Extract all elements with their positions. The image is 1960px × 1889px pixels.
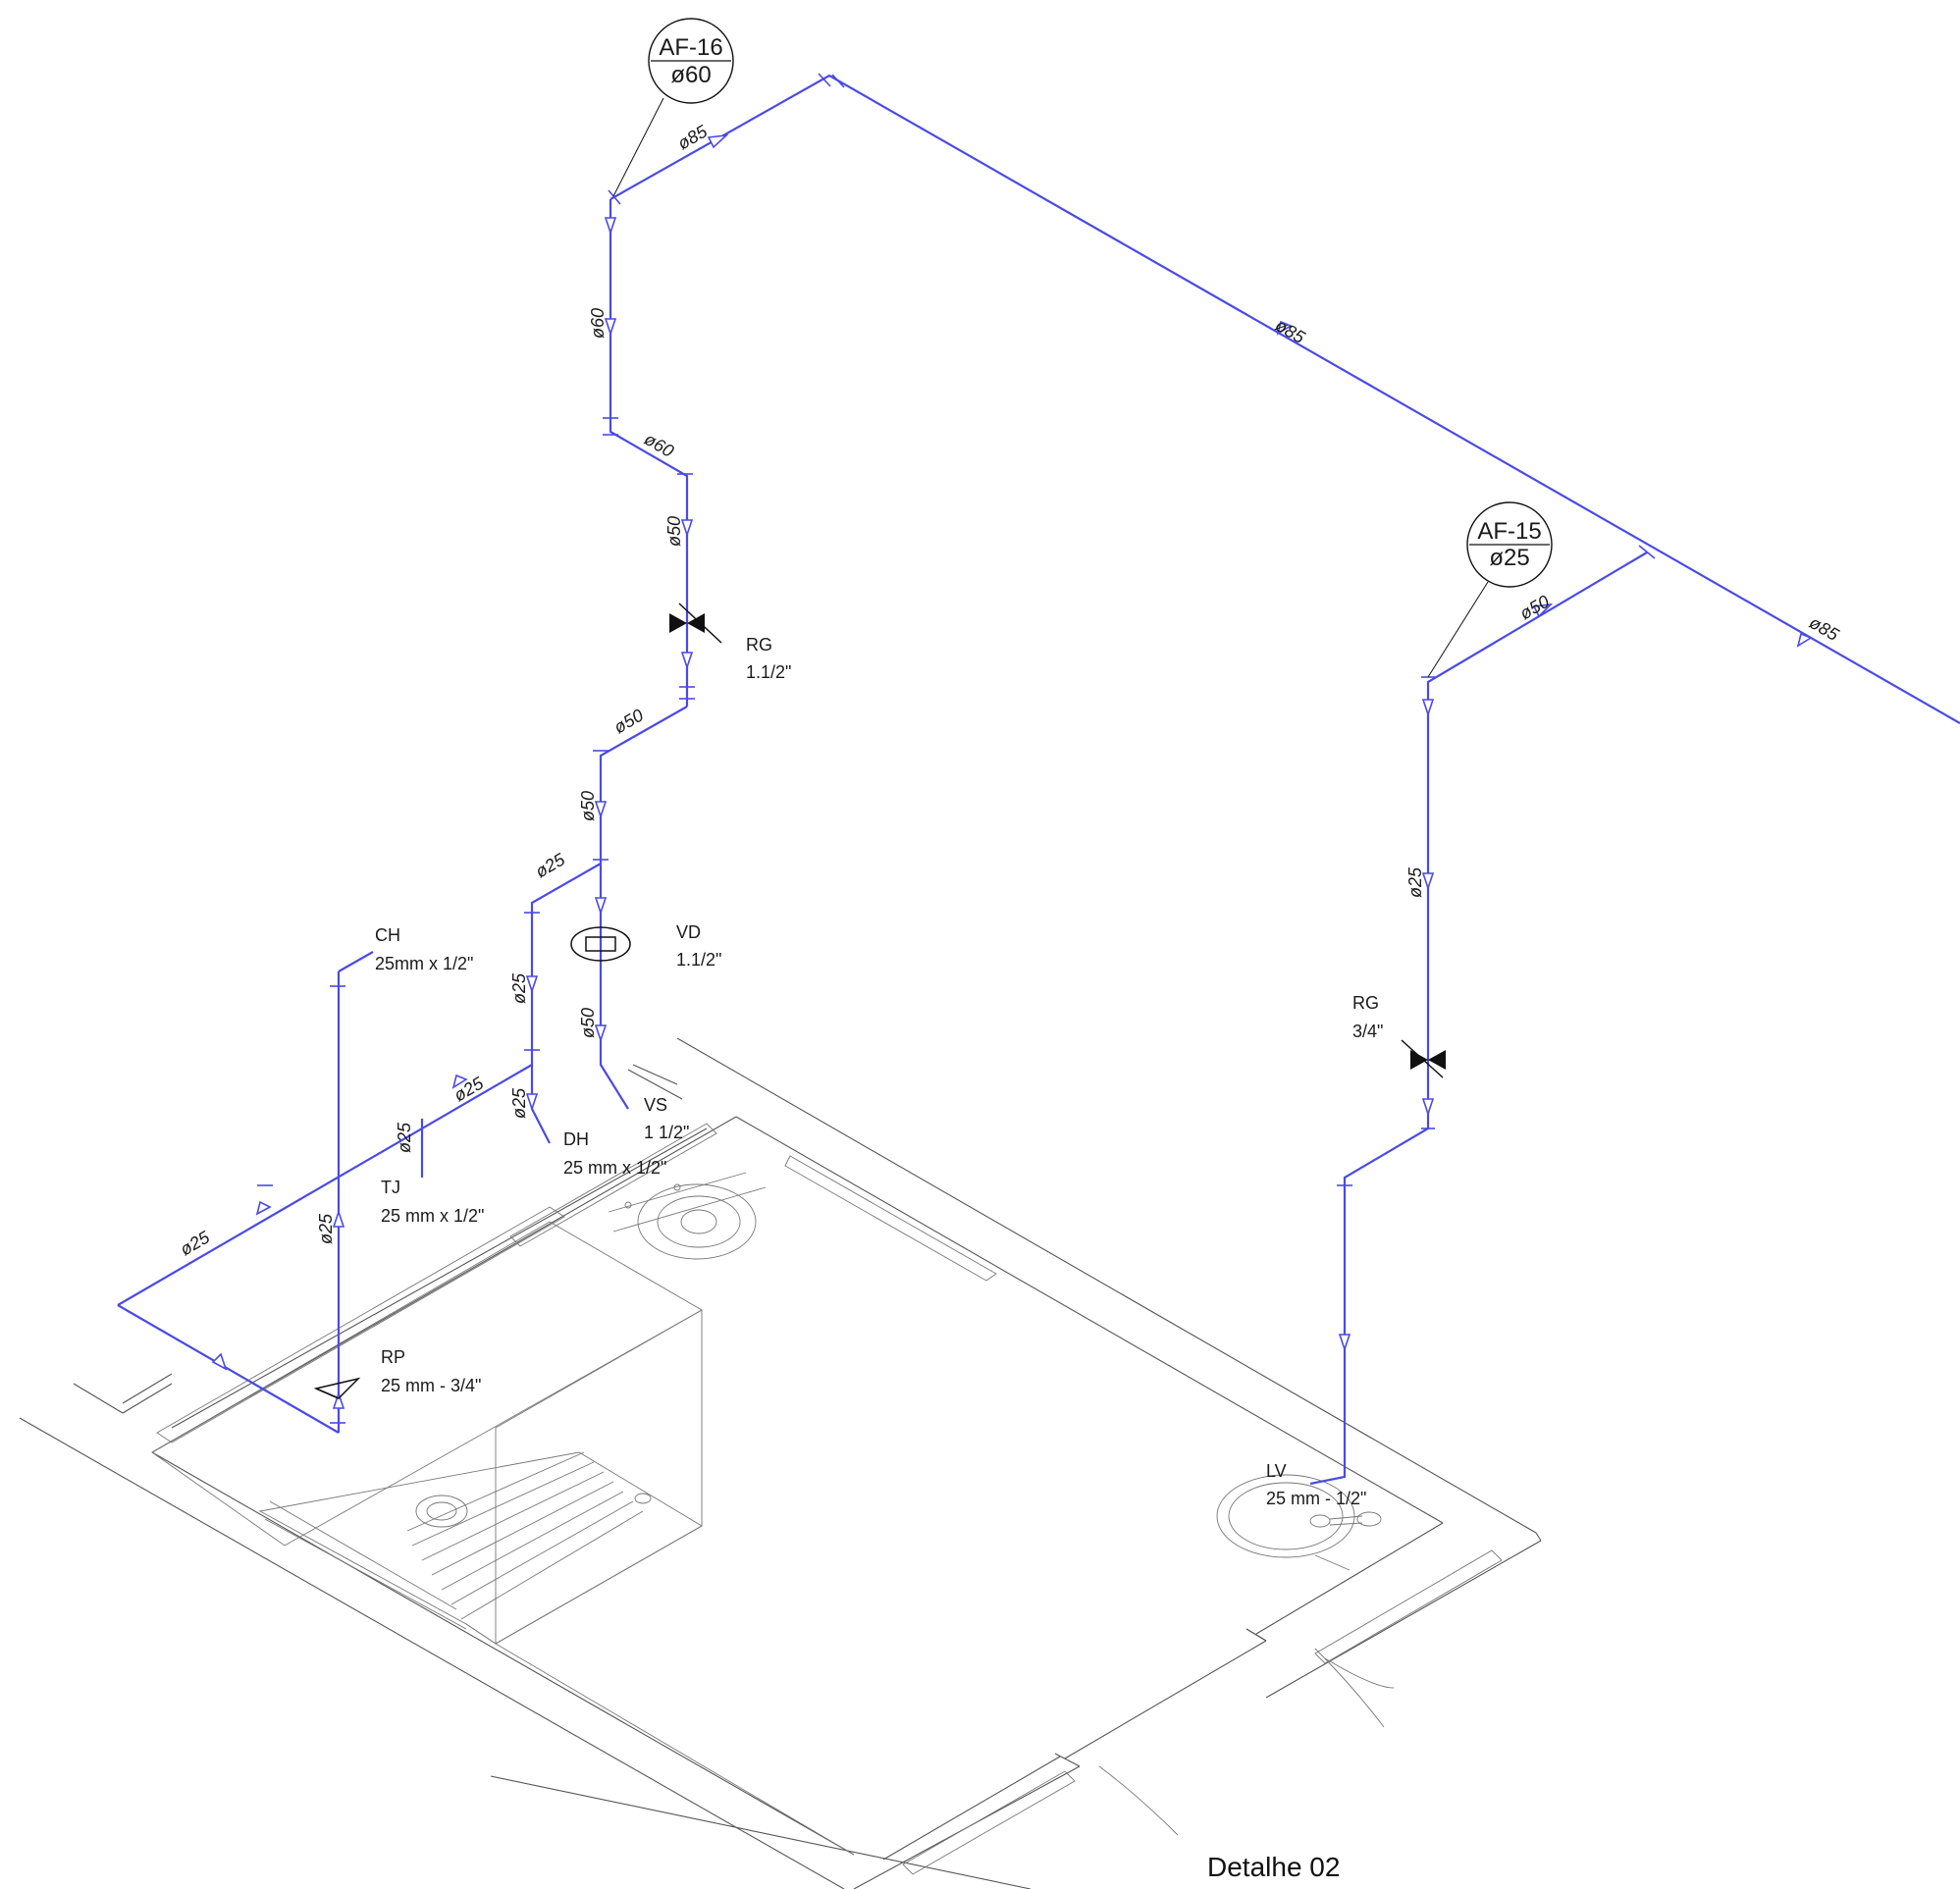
label-p25af15: ø25 (1405, 866, 1425, 898)
tag-af16-id: AF-16 (659, 34, 722, 61)
caption-title: Detalhe 02 (1207, 1852, 1340, 1882)
vd-name: VD (676, 922, 701, 942)
ch-size: 25mm x 1/2" (375, 954, 473, 973)
tag-af15: AF-15 ø25 (1466, 501, 1553, 588)
label-p25e: ø25 (395, 1122, 414, 1153)
dh-size: 25 mm x 1/2" (563, 1158, 666, 1178)
vd-size: 1.1/2" (676, 950, 721, 970)
rg1-size: 1.1/2" (746, 662, 791, 682)
fixture-labels: RG 1.1/2" VD 1.1/2" VS 1 1/2" CH 25mm x … (375, 635, 1383, 1508)
pipe-network (117, 74, 1960, 1486)
label-p50v1: ø50 (664, 516, 684, 547)
vs-name: VS (644, 1095, 667, 1115)
label-p25a: ø25 (532, 849, 569, 881)
pipe-ticks (257, 73, 1656, 1424)
label-p50v2: ø50 (578, 791, 598, 821)
lavatory-sink (1216, 1474, 1382, 1571)
wall-windows (156, 1123, 1503, 1875)
valve-rg-2-icon (1401, 1039, 1446, 1078)
label-p25b: ø25 (509, 972, 529, 1004)
tj-name: TJ (381, 1178, 400, 1197)
tj-size: 25 mm x 1/2" (381, 1206, 484, 1226)
label-p60d: ø60 (641, 429, 677, 461)
tag-af15-dia: ø25 (1489, 545, 1529, 571)
label-p25c: ø25 (509, 1087, 529, 1119)
valve-rg-1-icon (669, 603, 722, 644)
vs-size: 1 1/2" (644, 1123, 689, 1142)
wc-toilet (608, 1172, 767, 1260)
tag-af16: AF-16 ø60 (648, 18, 734, 104)
label-p85a: ø85 (674, 121, 712, 153)
lv-name: LV (1266, 1461, 1287, 1481)
pipe-labels: ø85 ø85 ø85 ø60 ø60 ø50 ø50 ø50 ø50 ø50 … (177, 121, 1843, 1259)
label-p60v: ø60 (588, 308, 608, 339)
label-p50af15: ø50 (1516, 592, 1553, 624)
flow-arrows (211, 133, 1813, 1409)
ch-name: CH (375, 925, 400, 945)
label-p85b: ø85 (1272, 315, 1309, 347)
valve-vd-icon (570, 926, 631, 962)
shower-area (258, 1451, 703, 1645)
rp-size: 25 mm - 3/4" (381, 1376, 481, 1395)
label-p50v3: ø50 (578, 1008, 598, 1038)
valve-rp-icon (313, 1377, 361, 1399)
lv-size: 25 mm - 1/2" (1266, 1489, 1366, 1508)
tag-af15-id: AF-15 (1477, 518, 1541, 545)
tag-af16-dia: ø60 (670, 62, 711, 88)
label-p25f: ø25 (177, 1227, 214, 1259)
label-p85c: ø85 (1806, 612, 1843, 645)
dh-name: DH (563, 1129, 589, 1149)
label-p25g: ø25 (316, 1213, 336, 1244)
room-outline (19, 1037, 1542, 1889)
rg2-name: RG (1352, 993, 1379, 1013)
rp-name: RP (381, 1347, 405, 1367)
rg1-name: RG (746, 635, 772, 655)
rg2-size: 3/4" (1352, 1022, 1383, 1041)
